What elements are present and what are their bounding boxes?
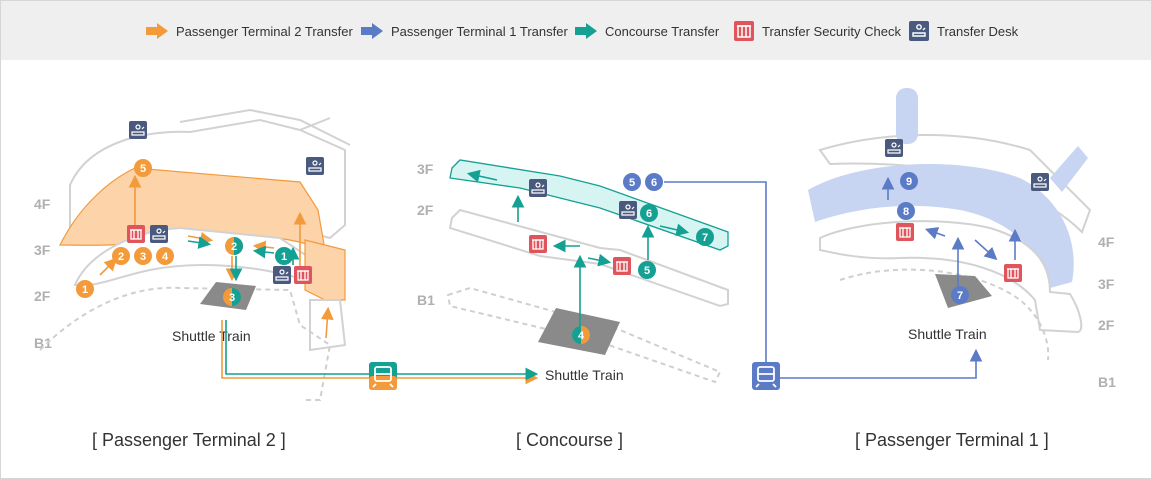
t1-step-8: 8 — [897, 202, 915, 220]
t2-step-3-shared: 3 — [223, 288, 241, 306]
t2-shuttle-train-icon — [369, 362, 397, 390]
concourse-security-icon-2 — [612, 256, 632, 276]
legend-t2-transfer: Passenger Terminal 2 Transfer — [146, 21, 353, 41]
teal-arrow-icon — [575, 23, 597, 39]
t1-step-7: 7 — [951, 286, 969, 304]
concourse-t1-shuttle-link — [664, 181, 983, 390]
concourse-step-4: 4 — [572, 326, 590, 344]
t2-floor-3f: 3F — [34, 242, 51, 258]
t2-shuttle-label: Shuttle Train — [172, 328, 251, 344]
t2-step-5: 5 — [134, 159, 152, 177]
concourse-step-6: 6 — [640, 204, 658, 222]
concourse-step-5: 5 — [638, 261, 656, 279]
t2-desk-icon-1 — [128, 120, 148, 140]
svg-text:5: 5 — [140, 163, 146, 175]
t2-b1-outline — [39, 286, 332, 401]
t1-b1-outline — [839, 268, 1050, 361]
blue-arrow-icon — [361, 23, 383, 39]
t2-caption: [ Passenger Terminal 2 ] — [92, 430, 286, 450]
t1-security-icon-1 — [895, 222, 915, 242]
legend-bar: Passenger Terminal 2 Transfer Passenger … — [1, 1, 1151, 60]
concourse-shuttle-label: Shuttle Train — [545, 367, 624, 383]
svg-text:6: 6 — [646, 208, 652, 220]
svg-text:3: 3 — [140, 251, 146, 263]
concourse-step-5a: 5 — [623, 173, 641, 191]
t1-floor-2f: 2F — [1098, 317, 1115, 333]
t1-east-pier — [1050, 146, 1088, 192]
orange-arrow-icon — [146, 23, 168, 39]
legend-t2-label: Passenger Terminal 2 Transfer — [176, 23, 353, 39]
t2-step-1-concourse: 1 — [275, 247, 293, 265]
svg-text:2: 2 — [231, 241, 237, 253]
legend-t1-label: Passenger Terminal 1 Transfer — [391, 23, 568, 39]
t2-step-2-shared: 2 — [225, 237, 243, 255]
concourse-security-icon-1 — [528, 234, 548, 254]
concourse-b1 — [446, 286, 722, 384]
t1-desk-icon-1 — [884, 138, 904, 158]
t2-desk-icon-2 — [305, 156, 325, 176]
t2-desk-icon-3 — [149, 224, 169, 244]
svg-text:1: 1 — [281, 251, 287, 263]
concourse-floor-b1: B1 — [417, 292, 435, 308]
t1-caption: [ Passenger Terminal 1 ] — [855, 430, 1049, 450]
svg-text:4: 4 — [578, 330, 585, 342]
legend-security-label: Transfer Security Check — [762, 23, 901, 39]
t2-desk-icon-4 — [272, 265, 292, 285]
concourse-caption: [ Concourse ] — [516, 430, 623, 450]
svg-text:7: 7 — [702, 232, 708, 244]
t2-floor-b1: B1 — [34, 335, 52, 351]
t1-floor-b1: B1 — [1098, 374, 1116, 390]
svg-text:8: 8 — [903, 206, 909, 218]
svg-text:5: 5 — [644, 265, 650, 277]
svg-text:3: 3 — [229, 292, 235, 304]
t2-floor-2f: 2F — [34, 288, 51, 304]
security-check-icon — [734, 21, 754, 41]
t1-desk-icon-2 — [1030, 172, 1050, 192]
transfer-desk-icon — [909, 21, 929, 41]
t1-arrival-level — [819, 220, 1083, 334]
terminal2-map: 4F 3F 2F B1 Shuttle Train 1 2 3 4 5 — [34, 108, 351, 450]
t1-security-icon-2 — [1003, 263, 1023, 283]
concourse-step-6a: 6 — [645, 173, 663, 191]
t2-step-1: 1 — [76, 280, 94, 298]
svg-text:9: 9 — [906, 176, 912, 188]
concourse-desk-icon-1 — [528, 178, 548, 198]
legend-transfer-desk: Transfer Desk — [909, 21, 1018, 41]
concourse-step-7: 7 — [696, 228, 714, 246]
t1-floor-4f: 4F — [1098, 234, 1115, 250]
t1-floor-3f: 3F — [1098, 276, 1115, 292]
legend-concourse-label: Concourse Transfer — [605, 23, 720, 39]
t2-step-2: 2 — [112, 247, 130, 265]
svg-text:4: 4 — [162, 251, 169, 263]
legend-security-check: Transfer Security Check — [734, 21, 901, 41]
concourse-floor-2f: 2F — [417, 202, 434, 218]
t2-floor-4f: 4F — [34, 196, 51, 212]
concourse-map: 3F 2F B1 Shuttle Train 5 6 6 7 5 4 [ Con… — [417, 159, 729, 450]
svg-text:6: 6 — [651, 177, 657, 189]
transfer-map: 4F 3F 2F B1 Shuttle Train 1 2 3 4 5 — [34, 88, 1116, 450]
t1-step-9: 9 — [900, 172, 918, 190]
concourse-desk-icon-2 — [618, 200, 638, 220]
t1-shuttle-label: Shuttle Train — [908, 326, 987, 342]
t2-concourse-shuttle-link — [221, 320, 539, 390]
svg-text:1: 1 — [82, 284, 88, 296]
t2-security-icon-2 — [293, 265, 313, 285]
svg-text:2: 2 — [118, 251, 124, 263]
concourse-floor-3f: 3F — [417, 161, 434, 177]
t2-security-icon-1 — [126, 224, 146, 244]
t1-departure-level — [808, 164, 1074, 288]
legend-desk-label: Transfer Desk — [937, 23, 1019, 39]
t2-step-4: 4 — [156, 247, 174, 265]
svg-text:5: 5 — [629, 177, 635, 189]
t1-shuttle-train-icon — [752, 362, 780, 390]
t1-north-pier — [896, 88, 918, 144]
t2-step-3: 3 — [134, 247, 152, 265]
legend-t1-transfer: Passenger Terminal 1 Transfer — [361, 21, 568, 41]
legend-concourse-transfer: Concourse Transfer — [575, 21, 719, 41]
concourse-3f — [449, 159, 729, 251]
t2-roof-outline — [179, 108, 351, 146]
terminal1-map: 4F 3F 2F B1 Shuttle Train 9 8 7 [ Passen… — [808, 88, 1116, 450]
svg-text:7: 7 — [957, 290, 963, 302]
